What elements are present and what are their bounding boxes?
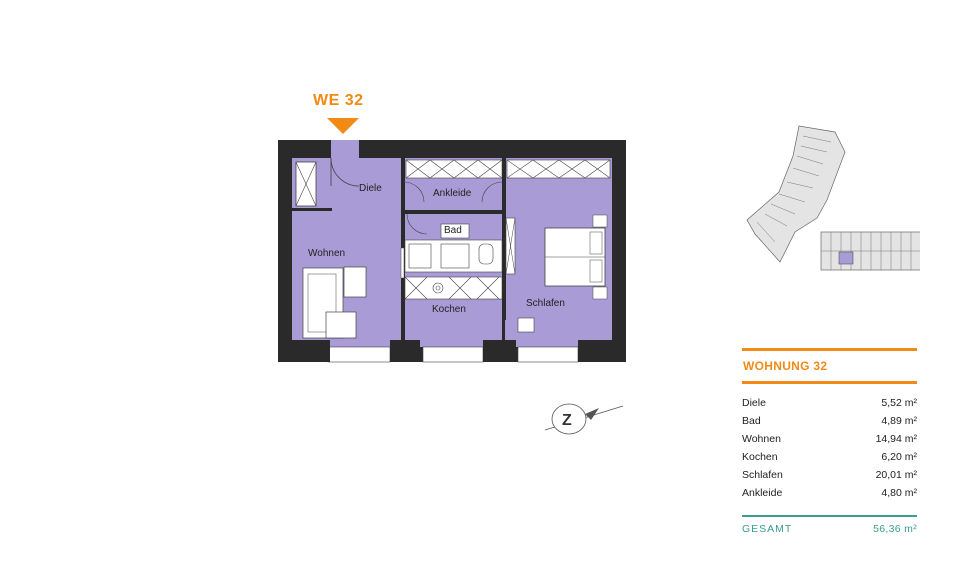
area-row: Ankleide 4,80 m²: [742, 484, 917, 502]
kitchen-counter: [404, 276, 503, 300]
bathroom-fixtures: [404, 239, 503, 273]
area-row: Wohnen 14,94 m²: [742, 430, 917, 448]
room-area: 6,20 m²: [881, 451, 917, 463]
total-row: GESAMT 56,36 m²: [742, 523, 917, 535]
area-row: Schlafen 20,01 m²: [742, 466, 917, 484]
room-label-kochen: Kochen: [432, 304, 466, 315]
room-label-bad: Bad: [444, 225, 462, 236]
interior-wall: [502, 158, 506, 320]
toilet-icon: [478, 243, 494, 265]
room-label-diele: Diele: [359, 183, 382, 194]
unit-label: WE 32: [313, 92, 364, 109]
divider: [742, 381, 917, 384]
highlighted-unit: [838, 251, 854, 265]
area-row: Diele 5,52 m²: [742, 394, 917, 412]
room-area: 5,52 m²: [881, 397, 917, 409]
room-name: Bad: [742, 415, 761, 427]
room-area: 4,80 m²: [881, 487, 917, 499]
room-area: 20,01 m²: [875, 469, 917, 481]
summary-title: WOHNUNG 32: [743, 359, 828, 373]
entrance-door: [331, 140, 359, 158]
interior-wall: [404, 210, 502, 214]
room-name: Ankleide: [742, 487, 783, 499]
shower-icon: [408, 243, 432, 269]
interior-wall: [292, 208, 332, 211]
area-summary: WOHNUNG 32 Diele 5,52 m² Bad 4,89 m² Wohne…: [742, 348, 917, 535]
room-area: 14,94 m²: [875, 433, 917, 445]
windows: [327, 346, 579, 363]
room-name: Diele: [742, 397, 766, 409]
north-compass-icon: Z: [544, 403, 624, 435]
area-row: Kochen 6,20 m²: [742, 448, 917, 466]
sink-icon: [440, 243, 470, 269]
room-area: 4,89 m²: [881, 415, 917, 427]
divider: [742, 348, 917, 351]
room-label-ankleide: Ankleide: [433, 188, 472, 199]
ankleide-wardrobe: [405, 159, 503, 179]
total-area: 56,36 m²: [873, 523, 917, 535]
floor-plan: Diele Ankleide Bad Wohnen Kochen Schlafe…: [278, 140, 626, 363]
room-name: Wohnen: [742, 433, 781, 445]
room-name: Schlafen: [742, 469, 783, 481]
room-label-schlafen: Schlafen: [526, 298, 565, 309]
entrance-arrow-icon: [327, 118, 359, 134]
building-key-plan: [746, 125, 920, 271]
divider: [742, 515, 917, 517]
room-label-wohnen: Wohnen: [308, 248, 345, 259]
area-row: Bad 4,89 m²: [742, 412, 917, 430]
compass-letter: Z: [562, 412, 572, 429]
total-label: GESAMT: [742, 523, 793, 535]
room-kochen: [404, 292, 502, 347]
table: [343, 266, 367, 298]
room-name: Kochen: [742, 451, 778, 463]
schlafen-wardrobe: [506, 159, 611, 179]
